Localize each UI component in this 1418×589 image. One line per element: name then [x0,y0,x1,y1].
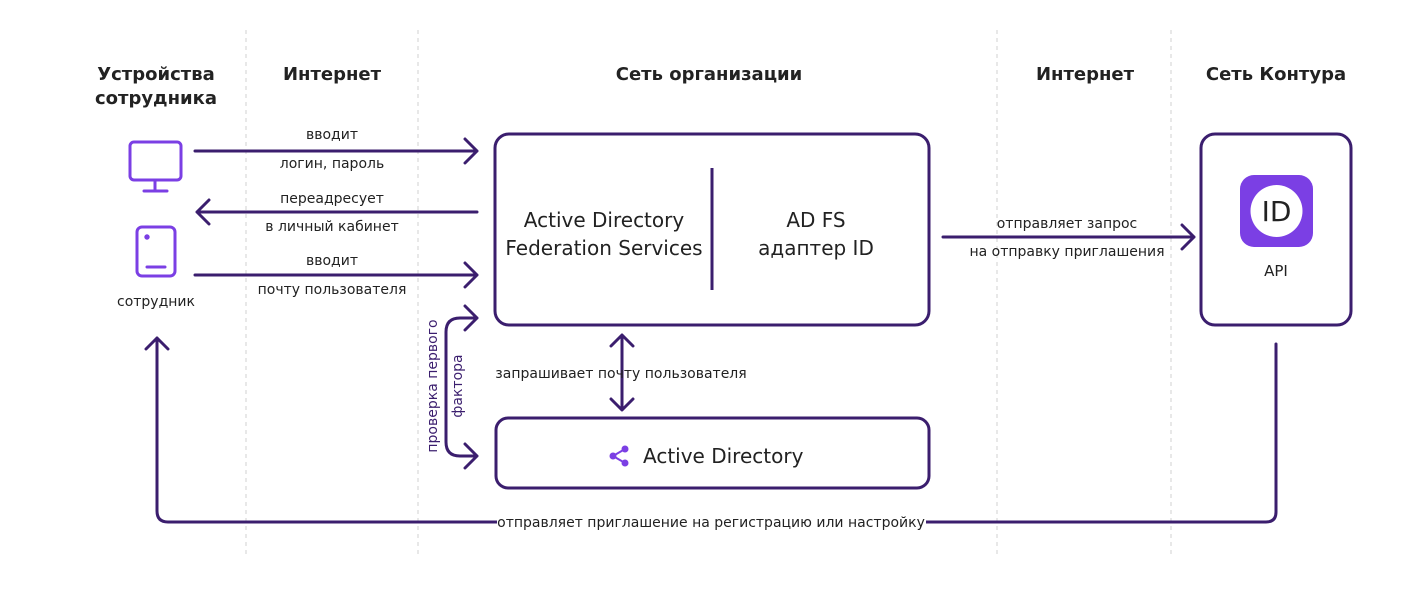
arrow-send-request [941,223,1196,251]
adfs-adapter-line2: адаптер ID [758,236,874,260]
label-request-email: запрашивает почту пользователя [495,366,746,382]
kontur-id-logo-text: ID [1262,195,1292,228]
monitor-icon [128,140,183,193]
adfs-title-line2: Federation Services [505,236,702,260]
label-first-factor-2: фактора [450,354,466,417]
header-internet-right: Интернет [1036,64,1135,85]
label-enter-login-2: логин, пароль [280,156,384,172]
header-kontur-network: Сеть Контура [1206,64,1346,85]
arrow-request-email [609,333,635,412]
column-dividers [245,30,1172,558]
header-org-network: Сеть организации [616,64,803,85]
label-enter-login-1: вводит [306,127,358,143]
label-redirect-1: переадресует [280,191,384,207]
label-send-invite: отправляет приглашение на регистрацию ил… [497,515,925,531]
employee-label: сотрудник [117,294,195,310]
label-enter-email-1: вводит [306,253,358,269]
header-devices-line1: Устройства [97,64,214,85]
kontur-id-logo-circle [1250,185,1303,237]
phone-icon [135,225,177,278]
adfs-adapter-line1: AD FS [786,208,845,232]
arrow-enter-email [193,261,479,289]
arrow-enter-login [193,137,479,165]
label-redirect-2: в личный кабинет [265,219,398,235]
send-invite-label-bg [497,510,926,534]
active-directory-box [494,416,931,490]
arrow-first-factor-loop [444,304,479,470]
arrow-redirect [195,198,479,226]
active-directory-label: Active Directory [643,444,804,468]
share-icon [609,445,629,467]
header-devices-line2: сотрудника [95,88,217,109]
label-enter-email-2: почту пользователя [258,282,407,298]
label-first-factor-1: проверка первого [425,319,441,452]
label-send-request-2: на отправку приглашения [969,244,1164,260]
kontur-api-label: API [1264,262,1288,280]
adfs-title-line1: Active Directory [524,208,685,232]
label-send-request-1: отправляет запрос [997,216,1138,232]
header-internet-left: Интернет [283,64,382,85]
